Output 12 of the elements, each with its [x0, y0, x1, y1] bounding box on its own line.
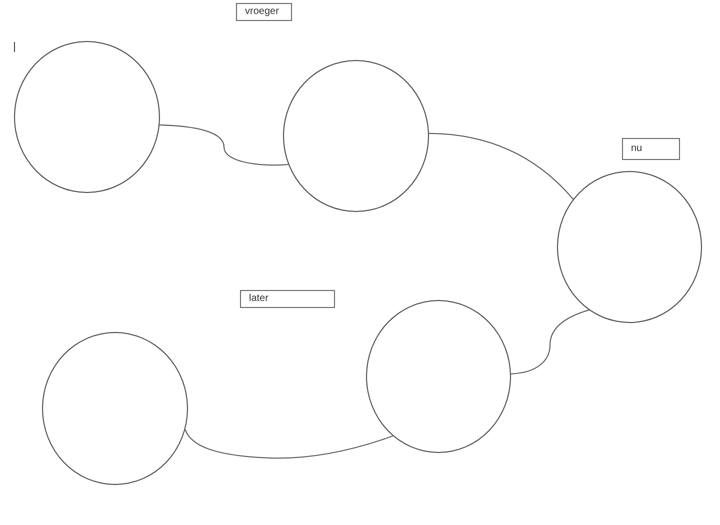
- empty-circle: [366, 300, 511, 453]
- label-box: later: [240, 290, 335, 308]
- empty-circle: [42, 332, 188, 485]
- label-box: vroeger: [236, 3, 292, 21]
- empty-circle: [283, 60, 429, 212]
- empty-circle: [557, 171, 702, 323]
- label-box: nu: [622, 138, 680, 160]
- connector-curve: [428, 132, 574, 200]
- empty-circle: [14, 41, 160, 193]
- connector-curve: [510, 310, 590, 374]
- connector-curve: [159, 124, 289, 166]
- connector-curve: [184, 429, 394, 459]
